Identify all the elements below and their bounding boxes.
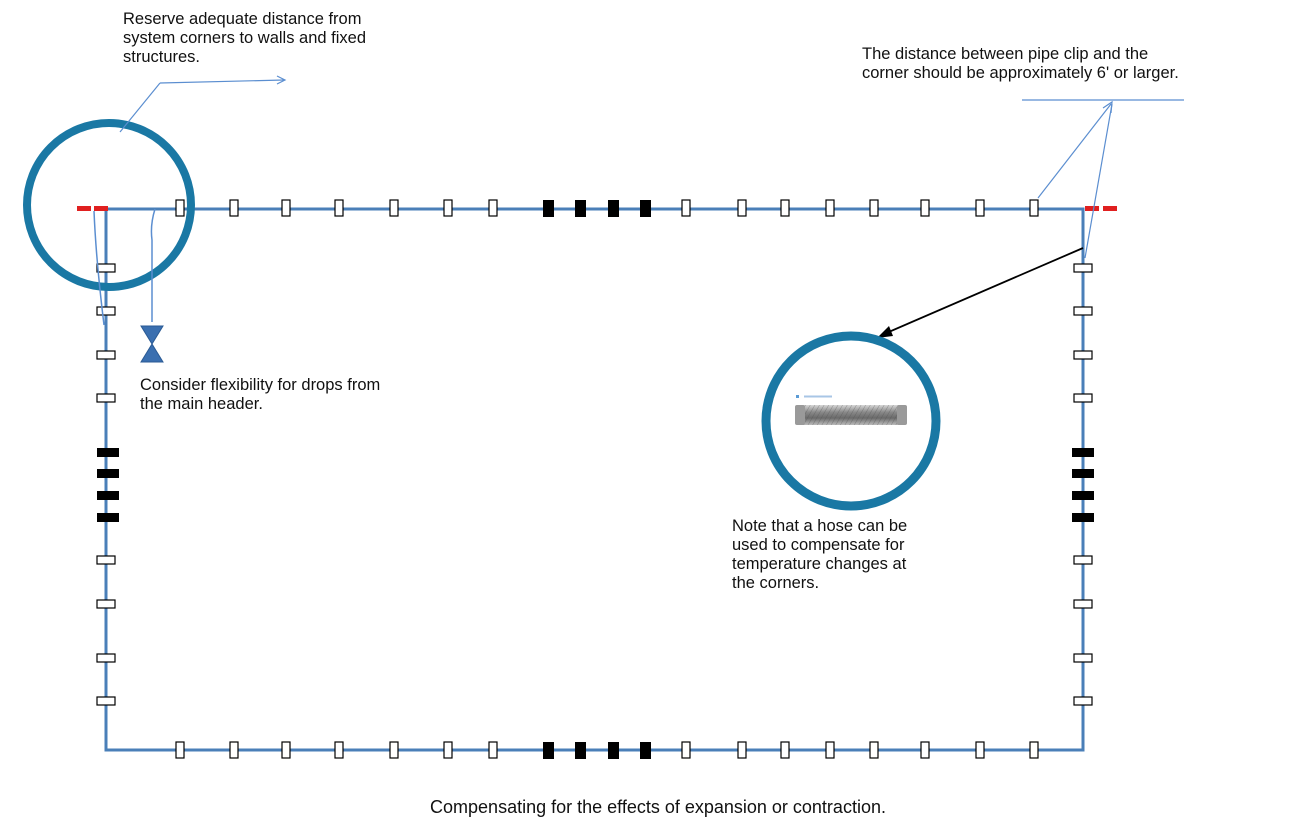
fixed-clip bbox=[1072, 469, 1094, 478]
pipe-run bbox=[104, 207, 1085, 752]
reserve-leader bbox=[119, 75, 287, 133]
flexible-hose-icon bbox=[795, 395, 907, 425]
sliding-clip bbox=[1073, 555, 1093, 565]
figure-caption: Compensating for the effects of expansio… bbox=[430, 797, 886, 817]
fixed-clip bbox=[575, 742, 586, 759]
sliding-clip bbox=[281, 741, 291, 759]
sliding-clip bbox=[1073, 263, 1093, 273]
corner-markers bbox=[77, 206, 1117, 211]
pipe-loop bbox=[104, 207, 1085, 752]
sliding-clip bbox=[1073, 696, 1093, 706]
fixed-clip bbox=[1072, 491, 1094, 500]
right-sliding-clips bbox=[1073, 263, 1093, 706]
sliding-clip bbox=[175, 741, 185, 759]
red-dash-icon bbox=[1085, 206, 1099, 211]
drop-branch bbox=[93, 208, 164, 363]
red-dash-icon bbox=[1103, 206, 1117, 211]
sliding-clip bbox=[96, 350, 116, 360]
sliding-clip bbox=[1029, 741, 1039, 759]
sliding-clip bbox=[443, 199, 453, 217]
fixed-clip bbox=[608, 200, 619, 217]
sliding-clip bbox=[488, 741, 498, 759]
sliding-clip bbox=[334, 741, 344, 759]
corner-highlight-circle bbox=[23, 119, 195, 291]
sliding-clip bbox=[975, 741, 985, 759]
drop-line bbox=[150, 208, 156, 322]
sliding-clip bbox=[920, 741, 930, 759]
pipe-clip-leader bbox=[1022, 99, 1184, 259]
sliding-clip bbox=[389, 741, 399, 759]
sliding-clip bbox=[229, 741, 239, 759]
sliding-clip bbox=[1073, 599, 1093, 609]
sliding-clip bbox=[229, 199, 239, 217]
sliding-clip bbox=[281, 199, 291, 217]
sliding-clip bbox=[825, 741, 835, 759]
sliding-clip bbox=[96, 393, 116, 403]
fixed-clip bbox=[640, 742, 651, 759]
red-dash-icon bbox=[77, 206, 91, 211]
fixed-clips bbox=[97, 200, 1094, 759]
sliding-clip bbox=[175, 199, 185, 217]
sliding-clip bbox=[96, 599, 116, 609]
sliding-clip bbox=[920, 199, 930, 217]
red-dash-icon bbox=[94, 206, 108, 211]
sliding-clip bbox=[96, 555, 116, 565]
sliding-clip bbox=[1073, 306, 1093, 316]
sliding-clip bbox=[780, 199, 790, 217]
sliding-clip bbox=[96, 696, 116, 706]
sliding-clip bbox=[443, 741, 453, 759]
sliding-clip bbox=[780, 741, 790, 759]
fixed-clip bbox=[97, 491, 119, 500]
valve-icon bbox=[140, 325, 164, 363]
fixed-clip bbox=[543, 742, 554, 759]
sliding-clip bbox=[1073, 350, 1093, 360]
fixed-clip bbox=[575, 200, 586, 217]
bottom-sliding-clips bbox=[175, 741, 1039, 759]
sliding-clip bbox=[96, 263, 116, 273]
hose-detail bbox=[761, 331, 941, 511]
top-sliding-clips bbox=[175, 199, 1039, 217]
drop-flexibility-note: Consider flexibility for drops from the … bbox=[140, 376, 381, 413]
left-corner-line bbox=[93, 210, 105, 326]
sliding-clip bbox=[737, 741, 747, 759]
sliding-clip bbox=[825, 199, 835, 217]
fixed-clip bbox=[97, 513, 119, 522]
sliding-clip bbox=[96, 306, 116, 316]
fixed-clip bbox=[640, 200, 651, 217]
sliding-clip bbox=[334, 199, 344, 217]
hose-arrow bbox=[877, 247, 1084, 338]
sliding-clip bbox=[1073, 653, 1093, 663]
sliding-clip bbox=[681, 199, 691, 217]
sliding-clip bbox=[869, 199, 879, 217]
sliding-clip bbox=[389, 199, 399, 217]
reserve-distance-note: Reserve adequate distance from system co… bbox=[123, 10, 367, 66]
fixed-clip bbox=[543, 200, 554, 217]
hose-note: Note that a hose can be used to compensa… bbox=[732, 517, 908, 592]
sliding-clip bbox=[1029, 199, 1039, 217]
left-sliding-clips bbox=[96, 263, 116, 706]
sliding-clip bbox=[737, 199, 747, 217]
fixed-clip bbox=[97, 448, 119, 457]
pipe-clip-distance-note: The distance between pipe clip and the c… bbox=[862, 45, 1179, 82]
sliding-clip bbox=[488, 199, 498, 217]
sliding-clip bbox=[869, 741, 879, 759]
fixed-clip bbox=[608, 742, 619, 759]
sliding-clip bbox=[681, 741, 691, 759]
sliding-clip bbox=[96, 653, 116, 663]
sliding-clip bbox=[975, 199, 985, 217]
fixed-clip bbox=[97, 469, 119, 478]
fixed-clip bbox=[1072, 448, 1094, 457]
sliding-clip bbox=[1073, 393, 1093, 403]
fixed-clip bbox=[1072, 513, 1094, 522]
